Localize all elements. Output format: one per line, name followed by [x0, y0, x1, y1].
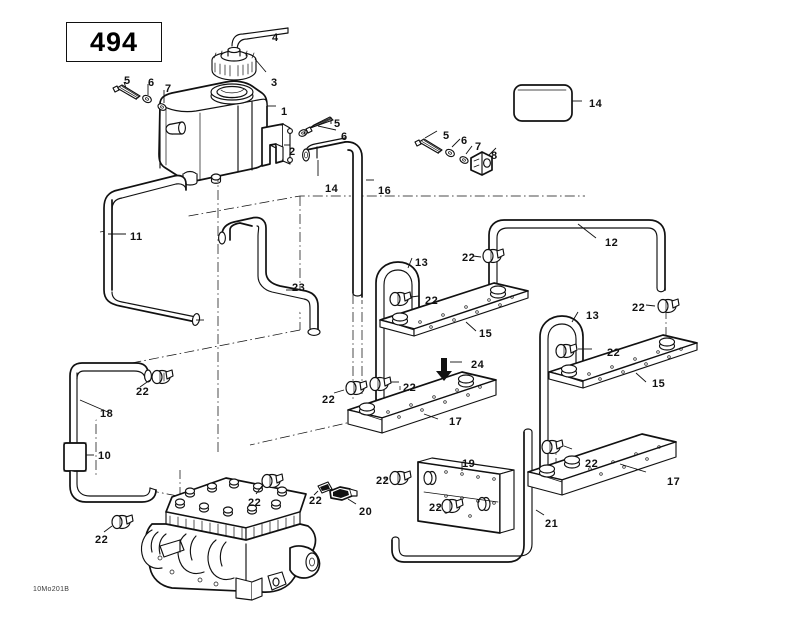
clamp-icon-22-b	[103, 514, 134, 533]
clamp-icon-22-d	[313, 481, 333, 496]
callout-heat-exchanger-17-right: 17	[667, 476, 681, 488]
callout-hose-14-tank: 14	[325, 183, 339, 195]
hardware-group-right	[414, 130, 497, 176]
clamp-icon-22-m	[541, 439, 573, 455]
reservoir-cap-3	[211, 46, 257, 81]
heat-exchanger-15-right	[548, 334, 698, 389]
callout-clamp-m: 22	[585, 458, 599, 470]
callout-lock-washer-left: 7	[165, 83, 172, 95]
callout-washer-mid: 6	[341, 131, 348, 143]
callout-hose-18: 18	[100, 408, 114, 420]
washer-icon-6-right	[445, 148, 455, 158]
callout-hose-14-spare: 14	[589, 98, 603, 110]
callout-clamp-g: 22	[425, 295, 439, 307]
callout-coolant-reservoir-tank: 1	[281, 106, 288, 118]
hose-18-10	[63, 362, 157, 503]
plate-number-box: 494	[66, 22, 162, 62]
heat-exchanger-15-left	[379, 282, 529, 337]
callout-hose-13-left: 13	[415, 257, 429, 269]
coolant-reservoir-tank-1	[158, 80, 268, 186]
hose-12	[488, 219, 666, 293]
clamp-icon-22-a	[139, 369, 174, 388]
callout-clamp-e: 22	[322, 394, 336, 406]
clamp-icon-22-f	[369, 376, 399, 392]
clamp-icon-22-j	[436, 498, 464, 514]
callout-heat-exchanger-19: 19	[462, 458, 476, 470]
callout-hose-11: 11	[130, 231, 143, 243]
clamps-group-22	[103, 248, 680, 533]
lock-washer-icon-7-right	[459, 156, 469, 164]
callout-drain-fitting: 20	[359, 506, 373, 518]
callout-reservoir-bracket: 2	[289, 146, 296, 158]
callout-hose-10: 10	[98, 450, 112, 462]
callout-heat-exchanger-17-left: 17	[449, 416, 463, 428]
hardware-group-left	[112, 81, 167, 111]
hose-23	[218, 216, 321, 336]
flow-direction-arrow-24	[436, 358, 462, 381]
callout-clamp-d: 22	[309, 495, 323, 507]
callout-clamp-k: 22	[607, 347, 621, 359]
callout-hose-clamp-block: 8	[491, 150, 498, 162]
hardware-group-mid	[298, 116, 337, 137]
heat-exchanger-17-left	[347, 371, 497, 434]
hose-11	[103, 174, 201, 326]
callout-clamp-a: 22	[136, 386, 150, 398]
callout-clamp-i: 22	[376, 475, 390, 487]
screw-icon-5-right	[414, 138, 443, 154]
callout-clamp-l: 22	[632, 302, 646, 314]
callout-screw-right: 5	[443, 130, 450, 142]
callout-hose-21: 21	[545, 518, 559, 530]
clamp-icon-22-c	[255, 473, 284, 495]
callout-heat-exchanger-15-right: 15	[652, 378, 666, 390]
engine-block	[140, 477, 321, 601]
clamp-icon-22-k	[555, 343, 592, 359]
callout-hose-16: 16	[378, 185, 392, 197]
callout-clamp-j: 22	[429, 502, 443, 514]
clamp-block-icon-8	[470, 151, 493, 176]
clamp-icon-22-h	[472, 248, 505, 264]
callout-hose-12: 12	[605, 237, 619, 249]
callout-flow-direction-arrow: 24	[471, 359, 485, 371]
callout-clamp-b: 22	[95, 534, 109, 546]
heat-exchanger-17-right	[527, 433, 677, 496]
screw-icon-5	[112, 84, 141, 100]
callout-reservoir-cap: 3	[271, 77, 278, 89]
drain-fitting-20	[329, 486, 358, 505]
callout-screw-mid: 5	[334, 118, 341, 130]
callout-clamp-c: 22	[248, 497, 262, 509]
callout-hose-23: 23	[292, 282, 306, 294]
drawing-code: 10Mo201B	[33, 586, 70, 593]
callout-washer-left: 6	[148, 77, 155, 89]
hose-16	[344, 141, 374, 298]
clamp-icon-22-i	[384, 470, 412, 486]
clamp-icon-22-e	[333, 380, 368, 396]
overflow-hose-4	[231, 27, 289, 52]
clamp-icon-22-g	[389, 291, 420, 307]
callout-clamp-h: 22	[462, 252, 476, 264]
callout-overflow-hose: 4	[272, 32, 279, 44]
screw-icon-5-mid	[305, 116, 334, 134]
reservoir-bracket-2	[261, 123, 293, 167]
callout-clamp-f: 22	[403, 382, 417, 394]
hose-piece-14-spare	[513, 84, 582, 122]
lock-washer-icon-7	[157, 103, 167, 111]
heat-exchanger-19	[417, 457, 515, 534]
plate-number: 494	[89, 26, 139, 57]
callout-screw-left: 5	[124, 75, 131, 87]
callout-leader-lines	[196, 58, 290, 321]
callout-washer-right: 6	[461, 135, 468, 147]
callout-heat-exchanger-15-left: 15	[479, 328, 493, 340]
clamp-icon-22-l	[645, 298, 680, 314]
callout-hose-13-right: 13	[586, 310, 600, 322]
washer-icon-6	[142, 94, 152, 104]
callout-lock-washer-right: 7	[475, 141, 482, 153]
